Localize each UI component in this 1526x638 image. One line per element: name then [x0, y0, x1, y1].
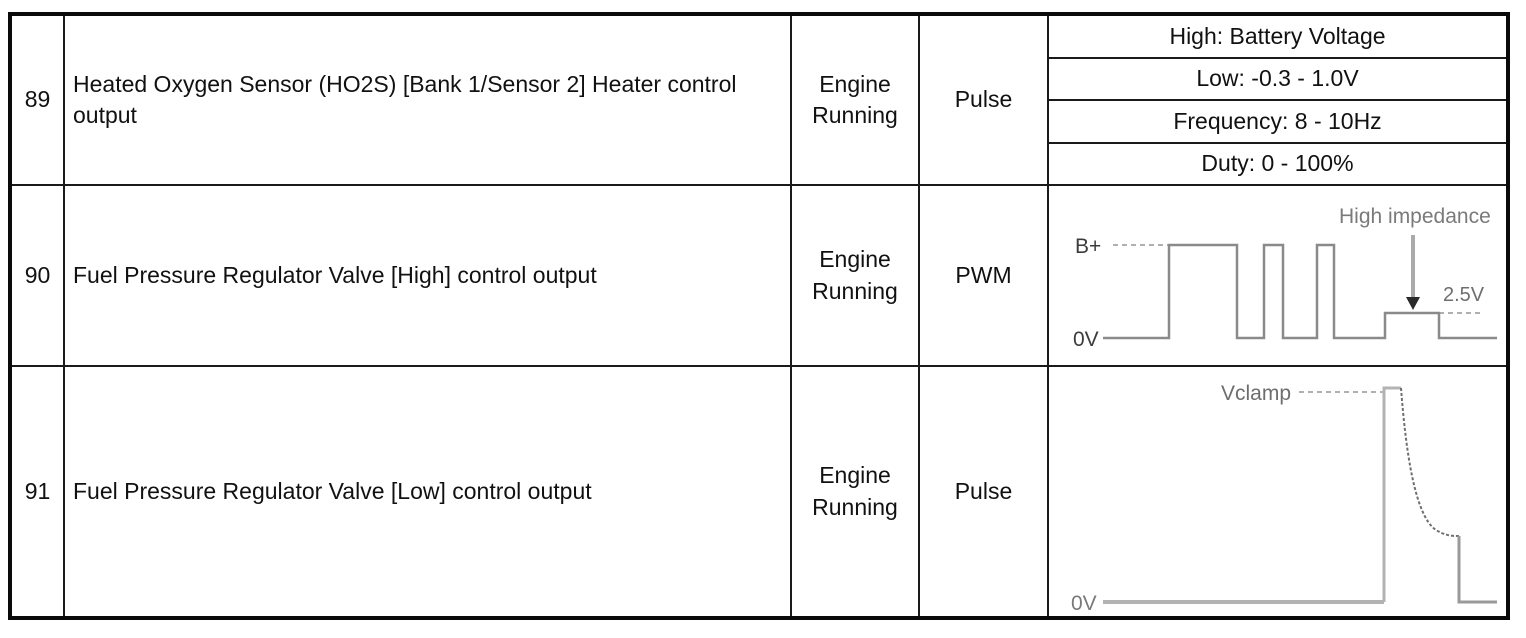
spec-line-duty: Duty: 0 - 100%	[1201, 150, 1354, 177]
zero-volt-label: 0V	[1071, 592, 1097, 615]
pin-condition: Engine Running	[792, 16, 920, 184]
signal-spec-table: 89 Heated Oxygen Sensor (HO2S) [Bank 1/S…	[8, 12, 1510, 620]
decay-curve-trace	[1400, 387, 1459, 537]
spec-line-frequency: Frequency: 8 - 10Hz	[1049, 101, 1506, 144]
vclamp-label: Vclamp	[1221, 382, 1291, 405]
pin-number: 89	[12, 16, 65, 184]
pin-signal-type: Pulse	[920, 16, 1049, 184]
clamp-waveform-svg: Vclamp 0V	[1071, 382, 1497, 615]
pwm-waveform-diagram: B+ 0V High impedance 2.5V	[1049, 186, 1506, 365]
pin-description: Fuel Pressure Regulator Valve [Low] cont…	[65, 367, 792, 616]
pin-description: Fuel Pressure Regulator Valve [High] con…	[65, 186, 792, 365]
clamp-waveform-diagram: Vclamp 0V	[1049, 367, 1506, 616]
pulse-rise-trace	[1382, 386, 1401, 602]
high-impedance-arrow-head	[1406, 297, 1420, 310]
pin-description: Heated Oxygen Sensor (HO2S) [Bank 1/Sens…	[65, 16, 792, 184]
pin-signal-type: PWM	[920, 186, 1049, 365]
spec-line-high: High: Battery Voltage	[1049, 16, 1506, 59]
pwm-waveform-trace	[1103, 243, 1497, 340]
pin-signal-type: Pulse	[920, 367, 1049, 616]
pin-number: 90	[12, 186, 65, 365]
pwm-waveform-svg: B+ 0V High impedance 2.5V	[1073, 205, 1497, 351]
table-row-89: 89 Heated Oxygen Sensor (HO2S) [Bank 1/S…	[12, 16, 1506, 186]
spec-stack: High: Battery Voltage Low: -0.3 - 1.0V F…	[1049, 16, 1506, 184]
high-impedance-label: High impedance	[1339, 205, 1491, 228]
bplus-label: B+	[1075, 235, 1101, 258]
pin-condition: Engine Running	[792, 367, 920, 616]
spec-line-low: Low: -0.3 - 1.0V	[1049, 59, 1506, 101]
table-row-91: 91 Fuel Pressure Regulator Valve [Low] c…	[12, 367, 1506, 616]
pin-waveform-cell: B+ 0V High impedance 2.5V	[1049, 186, 1506, 365]
pin-spec-list: High: Battery Voltage Low: -0.3 - 1.0V F…	[1049, 16, 1506, 184]
pin-number: 91	[12, 367, 65, 616]
table-row-90: 90 Fuel Pressure Regulator Valve [High] …	[12, 186, 1506, 367]
plateau-voltage-label: 2.5V	[1443, 284, 1485, 306]
pin-waveform-cell: Vclamp 0V	[1049, 367, 1506, 616]
zero-volt-label: 0V	[1073, 328, 1099, 351]
pulse-fall-trace	[1457, 536, 1497, 604]
pin-condition: Engine Running	[792, 186, 920, 365]
